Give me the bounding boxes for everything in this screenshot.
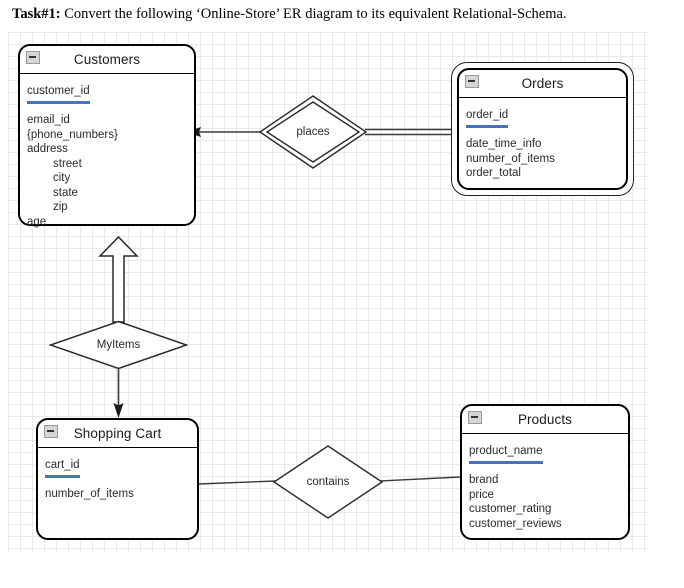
contains-diamond-shape: [272, 445, 384, 519]
relationship-myitems[interactable]: MyItems: [48, 320, 189, 370]
entity-customers-title: Customers: [73, 52, 141, 67]
entity-shopping-cart[interactable]: Shopping Cart cart_id number_of_items: [36, 418, 199, 540]
entity-products[interactable]: Products product_name brand price custom…: [460, 404, 630, 540]
relationship-places[interactable]: places: [258, 94, 368, 170]
connector-places-customers: [186, 127, 261, 137]
minus-box-icon[interactable]: [465, 75, 479, 88]
attribute: date_time_info: [466, 138, 542, 150]
connector-myitems-customers: [98, 235, 139, 323]
attribute: address: [27, 143, 68, 155]
attribute: number_of_items: [45, 488, 134, 500]
task-description: Convert the following ‘Online-Store’ ER …: [60, 6, 567, 22]
attribute: state: [53, 186, 78, 199]
connector-myitems-shoppingcart: [113, 368, 124, 418]
entity-shopping-cart-header: Shopping Cart: [38, 420, 197, 448]
attribute: zip: [53, 201, 68, 213]
attribute: street: [53, 157, 82, 170]
attribute: number_of_items: [466, 152, 555, 165]
attribute-primary-key: order_id: [466, 109, 509, 128]
entity-orders[interactable]: Orders order_id date_time_info number_of…: [457, 68, 628, 190]
entity-products-title: Products: [517, 412, 573, 427]
attribute-primary-key: customer_id: [27, 85, 90, 104]
attribute-primary-key: product_name: [469, 445, 543, 464]
diagram-canvas[interactable]: Customers customer_id email_id {phone_nu…: [8, 32, 648, 552]
attribute: brand: [469, 474, 499, 486]
entity-products-header: Products: [462, 406, 628, 434]
entity-orders-title: Orders: [521, 76, 564, 91]
places-diamond-shape: [258, 95, 368, 169]
myitems-diamond-shape: [48, 320, 189, 370]
relationship-contains[interactable]: contains: [272, 444, 384, 520]
page-title: Task#1: Convert the following ‘Online-St…: [12, 4, 672, 24]
minus-box-icon[interactable]: [26, 51, 40, 64]
entity-orders-outer-border: Orders order_id date_time_info number_of…: [451, 62, 634, 196]
entity-customers-header: Customers: [20, 46, 194, 74]
minus-box-icon[interactable]: [468, 411, 482, 424]
entity-orders-attributes: order_id date_time_info number_of_items …: [459, 98, 626, 181]
attribute: city: [53, 172, 71, 184]
attribute: email_id: [27, 114, 70, 126]
connector-places-orders: [365, 128, 458, 136]
entity-products-attributes: product_name brand price customer_rating…: [462, 434, 628, 531]
minus-box-icon[interactable]: [44, 425, 58, 438]
entity-orders-header: Orders: [459, 70, 626, 98]
attribute: {phone_numbers}: [27, 128, 118, 141]
entity-shopping-cart-attributes: cart_id number_of_items: [38, 448, 197, 502]
attribute: order_total: [466, 167, 521, 179]
attribute-primary-key: cart_id: [45, 459, 80, 478]
attribute: age: [27, 215, 47, 228]
attribute: customer_reviews: [469, 517, 562, 530]
entity-customers-attributes: customer_id email_id {phone_numbers} add…: [20, 74, 194, 229]
connector-contains-products: [379, 476, 461, 482]
attribute: customer_rating: [469, 503, 552, 515]
entity-customers[interactable]: Customers customer_id email_id {phone_nu…: [18, 44, 196, 229]
entity-shopping-cart-title: Shopping Cart: [73, 426, 162, 441]
task-label: Task#1:: [12, 6, 61, 22]
attribute: price: [469, 488, 494, 501]
connector-contains-shoppingcart: [197, 480, 277, 485]
